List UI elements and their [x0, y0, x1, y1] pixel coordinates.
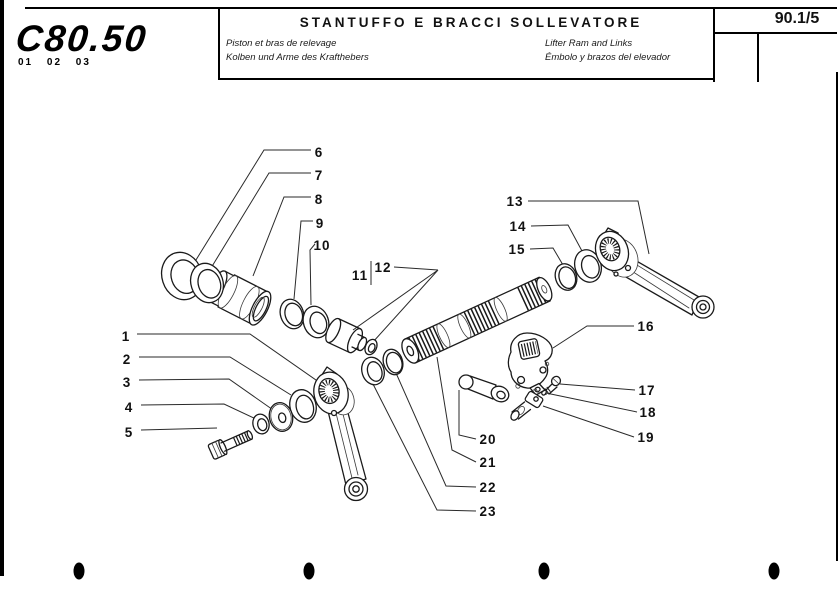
page-title: STANTUFFO E BRACCI SOLLEVATORE [299, 15, 643, 30]
part-lift-shaft [401, 276, 553, 364]
subtitle-english: Lifter Ram and Links [545, 38, 633, 49]
part-cap-ring [364, 338, 378, 356]
part-left-arm [313, 366, 369, 502]
callout-17: 17 [638, 383, 655, 398]
callout-21: 21 [479, 455, 496, 470]
model-codes: 01 02 03 [18, 57, 91, 68]
callout-3: 3 [123, 375, 132, 390]
callout-1: 1 [122, 329, 131, 344]
part-ring-9 [279, 298, 305, 330]
callout-11: 11 [352, 268, 368, 283]
subtitle-german: Kolben und Arme des Krafthebers [226, 52, 369, 63]
part-ring-10 [302, 305, 330, 339]
part-lockwasher-4 [252, 413, 270, 435]
callout-19: 19 [637, 430, 654, 445]
callout-15: 15 [508, 242, 525, 257]
part-bolt-5 [207, 430, 254, 460]
part-washer-3 [268, 402, 294, 432]
part-link-bracket [507, 332, 553, 389]
part-clevis-pin [510, 388, 544, 421]
right-border [836, 72, 838, 561]
callout-22: 22 [479, 480, 496, 495]
callout-2: 2 [123, 352, 132, 367]
callout-20: 20 [479, 432, 496, 447]
part-ring-7 [189, 262, 225, 304]
callout-16: 16 [637, 319, 654, 334]
callout-13: 13 [506, 194, 523, 209]
callout-10: 10 [313, 238, 330, 253]
part-ring-15 [554, 263, 578, 291]
subtitle-spanish: Émbolo y brazos del elevador [545, 52, 671, 63]
callout-18: 18 [639, 405, 656, 420]
leader-lines [137, 149, 650, 512]
callout-14: 14 [509, 219, 526, 234]
callout-8: 8 [315, 192, 324, 207]
callout-4: 4 [125, 400, 134, 415]
subtitle-french: Piston et bras de relevage [226, 38, 337, 49]
header-divider-left [218, 8, 220, 79]
callout-9: 9 [316, 216, 325, 231]
code-cell-divider [757, 33, 759, 82]
page-code: 90.1/5 [774, 10, 820, 27]
part-link-pin [458, 374, 510, 403]
part-right-arm [594, 227, 715, 319]
page-code-underline [713, 32, 837, 34]
registration-dots [73, 562, 780, 580]
top-rule [25, 7, 837, 9]
part-seal-23 [361, 356, 385, 386]
callout-7: 7 [315, 168, 324, 183]
callout-12: 12 [374, 260, 391, 275]
callout-6: 6 [315, 145, 324, 160]
header-bottom-rule [218, 78, 715, 80]
left-scan-strip [0, 0, 4, 576]
part-ring-2 [289, 389, 317, 423]
callout-23: 23 [479, 504, 496, 519]
part-oring-22 [382, 348, 404, 376]
header-divider-right [713, 8, 715, 82]
callout-5: 5 [125, 425, 134, 440]
